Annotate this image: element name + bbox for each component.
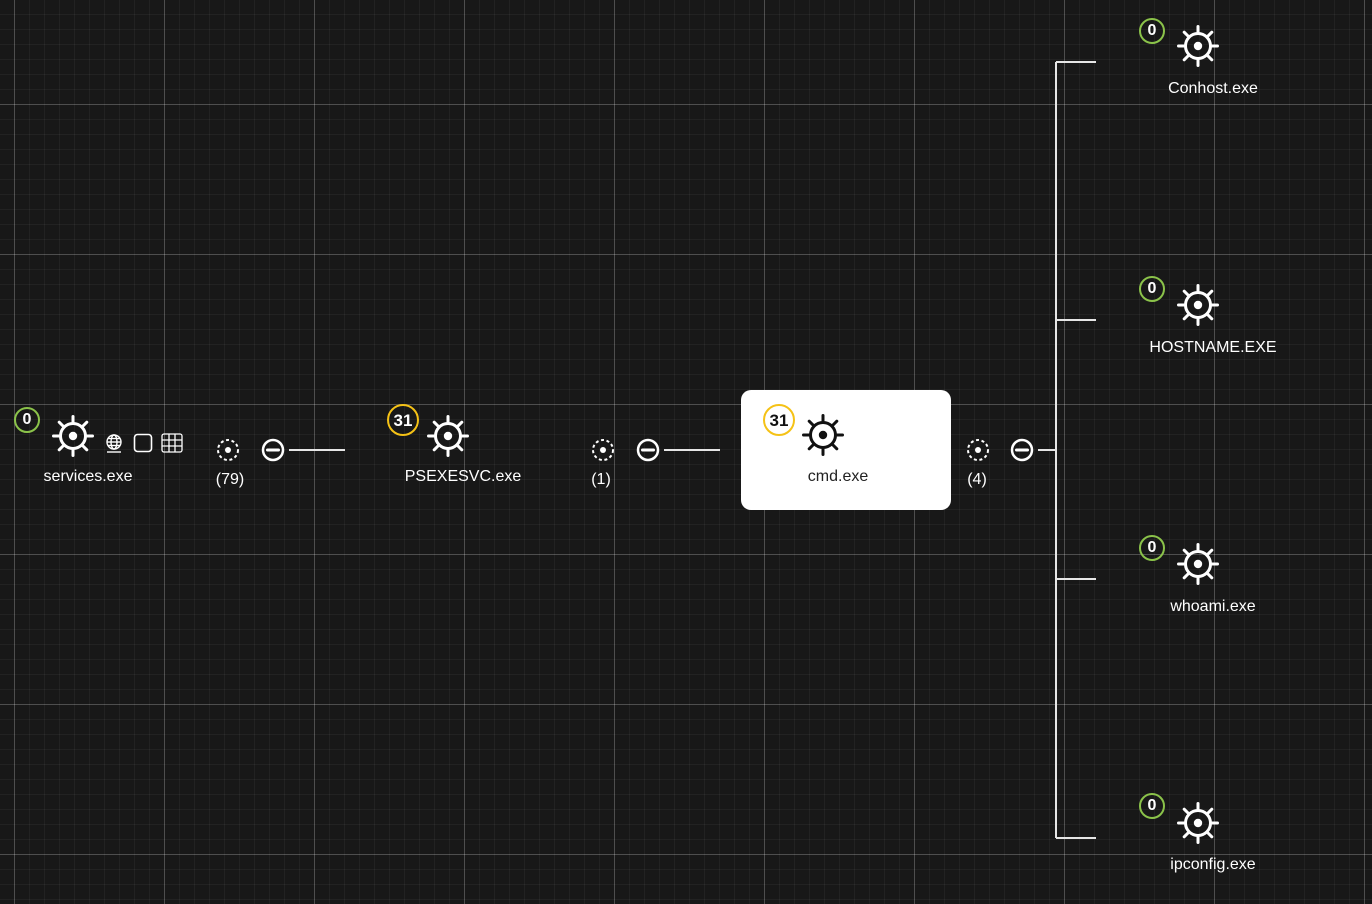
psexesvc-child-count: (1) (591, 471, 611, 488)
ipconfig-label: ipconfig.exe (1170, 856, 1256, 873)
cmd-collapse-button-icon[interactable] (1009, 437, 1035, 463)
node-cmd-selected[interactable]: 31 cmd.exe (741, 390, 951, 510)
cmd-child-count: (4) (967, 471, 987, 488)
conhost-label: Conhost.exe (1168, 80, 1258, 97)
hostname-badge: 0 (1139, 276, 1165, 302)
whoami-badge: 0 (1139, 535, 1165, 561)
services-children-indicator-icon[interactable] (215, 437, 241, 463)
services-child-count: (79) (215, 471, 245, 488)
psexesvc-children-indicator-icon[interactable] (590, 437, 616, 463)
hostname-process-icon (1176, 283, 1220, 327)
services-process-icon (51, 414, 95, 458)
psexesvc-process-icon (426, 414, 470, 458)
psexesvc-collapse-button-icon[interactable] (635, 437, 661, 463)
conhost-process-icon (1176, 24, 1220, 68)
conhost-badge: 0 (1139, 18, 1165, 44)
services-collapse-button-icon[interactable] (260, 437, 286, 463)
whoami-process-icon (1176, 542, 1220, 586)
hostname-label: HOSTNAME.EXE (1149, 339, 1277, 356)
services-label: services.exe (43, 468, 133, 485)
file-icon (133, 433, 153, 453)
psexesvc-label: PSEXESVC.exe (404, 468, 522, 485)
globe-icon (106, 434, 122, 453)
whoami-label: whoami.exe (1170, 598, 1256, 615)
table-icon (161, 433, 183, 453)
ipconfig-process-icon (1176, 801, 1220, 845)
services-badge: 0 (14, 407, 40, 433)
psexesvc-badge: 31 (387, 404, 419, 436)
cmd-process-icon (801, 413, 845, 457)
cmd-label: cmd.exe (807, 468, 869, 485)
cmd-children-indicator-icon[interactable] (965, 437, 991, 463)
cmd-badge: 31 (763, 404, 795, 436)
ipconfig-badge: 0 (1139, 793, 1165, 819)
